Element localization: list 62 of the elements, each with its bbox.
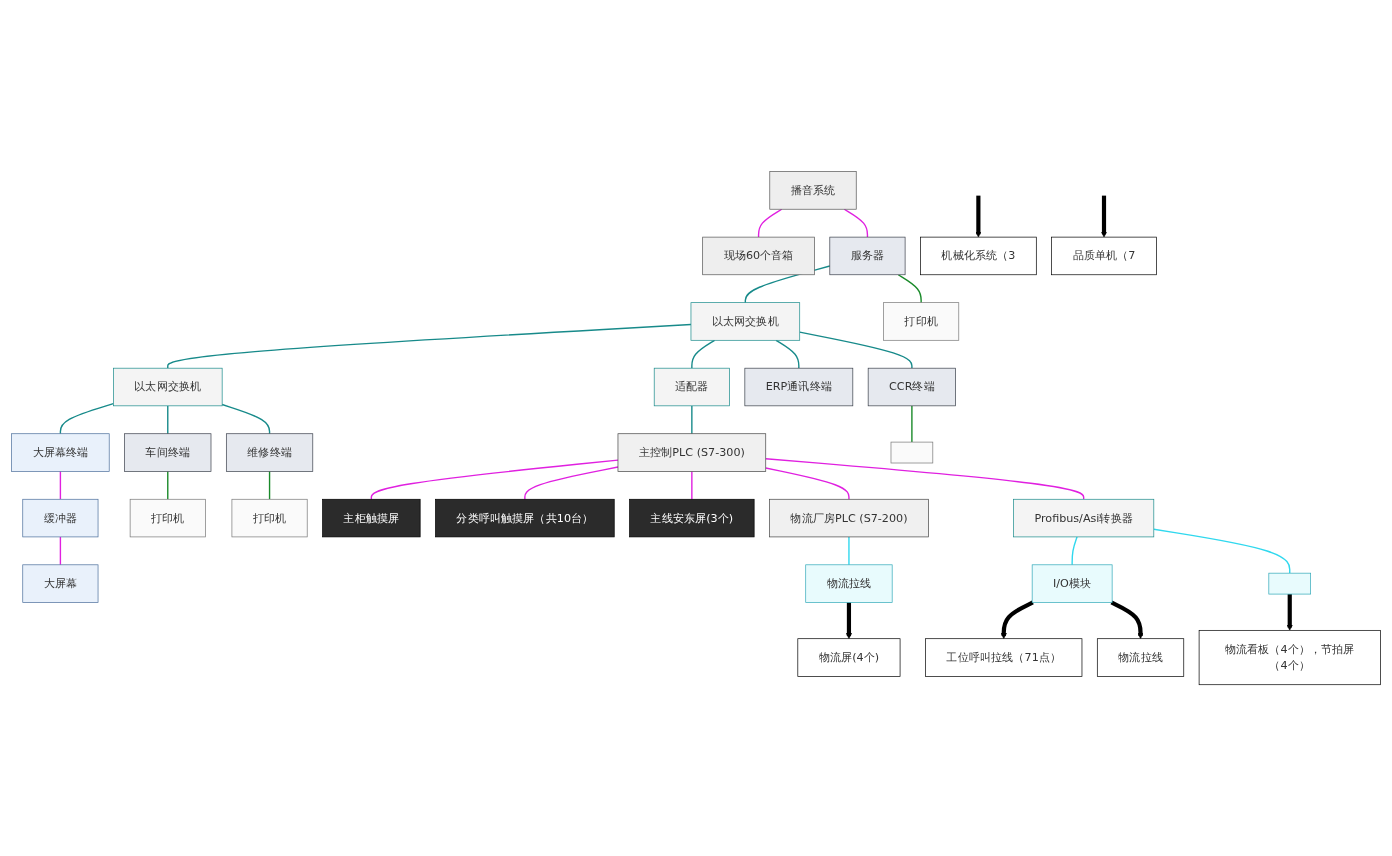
connector	[167, 405, 169, 435]
connector	[765, 457, 1085, 500]
node-box	[890, 441, 934, 464]
connector	[370, 459, 619, 500]
node-box: 主柜触摸屏	[322, 498, 421, 538]
node-box: 主线安东屏(3个)	[629, 498, 755, 538]
node-box: 工位呼叫拉线（71点）	[925, 638, 1083, 677]
connector	[167, 470, 169, 500]
node-box: 主控制PLC (S7-300)	[617, 433, 767, 472]
connector	[167, 323, 692, 369]
arrow	[1286, 593, 1293, 631]
node-box: 以太网交换机	[113, 367, 223, 407]
connector	[59, 402, 115, 435]
node-box: 物流拉线	[1096, 638, 1185, 677]
connector	[1071, 536, 1078, 566]
node-box: 打印机	[883, 302, 960, 341]
node-box: 物流厂房PLC (S7-200)	[769, 498, 929, 538]
node-box: 缓冲器	[22, 498, 99, 538]
arrow	[1110, 600, 1144, 639]
connector	[843, 208, 869, 238]
node-box: 现场60个音箱	[702, 236, 815, 275]
node-box: 大屏幕	[22, 564, 99, 603]
arrow	[975, 195, 982, 238]
node-box: 物流拉线	[805, 564, 893, 603]
node-box: 播音系统	[769, 171, 857, 210]
connector	[765, 467, 850, 500]
node-box: CCR终端	[867, 367, 956, 407]
arrow	[845, 602, 853, 639]
node-box: I/O模块	[1031, 564, 1113, 603]
node-box: 打印机	[129, 498, 206, 538]
connector	[59, 536, 62, 566]
node-box: 打印机	[231, 498, 308, 538]
arrow	[1000, 600, 1034, 639]
node-box: 物流屏(4个)	[797, 638, 901, 677]
node-box: 大屏幕终端	[11, 433, 110, 472]
connector	[524, 466, 619, 500]
connector	[268, 470, 271, 500]
node-box	[1268, 572, 1311, 595]
connector	[221, 403, 271, 435]
connector	[848, 536, 850, 566]
connector	[691, 405, 693, 435]
connector	[691, 339, 716, 369]
connector	[59, 470, 62, 500]
node-box: 以太网交换机	[690, 302, 801, 341]
node-box: 分类呼叫触摸屏（共10台）	[435, 498, 615, 538]
node-box: 物流看板（4个），节拍屏（4个）	[1198, 629, 1381, 685]
node-box: 维修终端	[226, 433, 314, 472]
node-box: 机械化系统（3	[920, 236, 1037, 275]
connector	[1153, 528, 1291, 574]
node-box: 车间终端	[124, 433, 212, 472]
node-box: 品质单机（7	[1051, 236, 1157, 275]
arrow	[1100, 195, 1108, 238]
node-box: 适配器	[653, 367, 730, 407]
connector	[911, 405, 913, 443]
connector	[757, 208, 783, 238]
connector	[799, 331, 913, 369]
connector	[897, 273, 922, 304]
node-box: 服务器	[829, 236, 906, 275]
connector	[775, 339, 800, 369]
node-box: Profibus/Asi转换器	[1013, 498, 1155, 538]
node-box: ERP通讯终端	[744, 367, 854, 407]
connector	[691, 470, 693, 500]
